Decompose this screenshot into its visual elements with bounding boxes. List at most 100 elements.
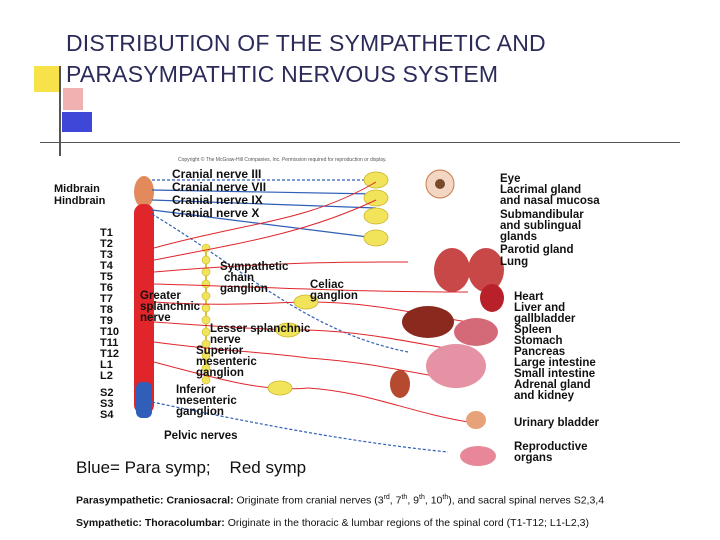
label-celiac-2: ganglion <box>310 290 358 302</box>
label-urinary-bladder: Urinary bladder <box>514 417 600 429</box>
label-midbrain: Midbrain <box>54 183 100 195</box>
segment-labels: T1 T2 T3 T4 T5 T6 T7 T8 T9 T10 T11 T12 L… <box>100 227 119 421</box>
label-celiac-1: Celiac <box>310 279 344 291</box>
organ-illustrations <box>390 169 504 466</box>
label-inferior-1: Inferior <box>176 384 216 396</box>
intestine-organ <box>426 344 486 388</box>
label-lacrimal: Lacrimal gland <box>500 184 581 196</box>
para-sup-1: rd <box>383 494 390 501</box>
label-hindbrain: Hindbrain <box>54 195 106 207</box>
heart-organ <box>480 284 504 312</box>
para-text-e: ), and sacral spinal nerves S2,3,4 <box>448 494 605 507</box>
label-t9: T9 <box>100 315 113 327</box>
cranial-nerve-labels: Cranial nerve III Cranial nerve VII Cran… <box>172 167 266 220</box>
label-t10: T10 <box>100 326 119 338</box>
kidney-organ <box>390 370 410 398</box>
brainstem <box>134 176 154 208</box>
lung-organ <box>434 248 470 292</box>
parasympathetic-note-label: Parasympathetic: Craniosacral: <box>76 494 234 507</box>
label-parotid: Parotid gland <box>500 244 573 256</box>
label-s2: S2 <box>100 387 113 399</box>
reproductive-organ <box>460 446 496 466</box>
para-text-b: , 7 <box>389 494 402 507</box>
liver-organ <box>402 306 454 338</box>
label-large-intestine: Large intestine <box>514 357 596 369</box>
para-text-c: , 9 <box>407 494 420 507</box>
label-t12: T12 <box>100 348 119 360</box>
label-t11: T11 <box>100 337 118 349</box>
label-sympathetic-chain-1: Sympathetic <box>220 261 289 273</box>
label-t6: T6 <box>100 282 113 294</box>
label-sympathetic-chain-3: ganglion <box>220 283 268 295</box>
decor-vertical-line <box>59 66 61 156</box>
label-superior-3: ganglion <box>196 367 244 379</box>
title-line-1: DISTRIBUTION OF THE SYMPATHETIC AND <box>66 30 546 56</box>
label-submandibular-3: glands <box>500 231 537 243</box>
label-adrenal-2: and kidney <box>514 390 575 402</box>
sympathetic-chain <box>201 243 211 385</box>
spinal-cord-sacral <box>136 382 152 418</box>
cranial-nerve-lines <box>151 179 449 453</box>
label-sympathetic-chain-2: chain <box>224 272 254 284</box>
label-s3: S3 <box>100 398 113 410</box>
label-lung: Lung <box>500 256 528 268</box>
para-sup-2: th <box>401 494 408 501</box>
sympathetic-note-text: Originate in the thoracic & lumbar regio… <box>224 517 589 529</box>
bladder-organ <box>466 411 486 429</box>
label-t4: T4 <box>100 260 114 272</box>
label-pelvic-nerves: Pelvic nerves <box>164 430 238 442</box>
nervous-system-diagram: Copyright © The McGraw-Hill Companies, I… <box>54 156 600 466</box>
label-superior-1: Superior <box>196 345 244 357</box>
label-cranial-nerve-vii: Cranial nerve VII <box>172 180 266 194</box>
label-cranial-nerve-iii: Cranial nerve III <box>172 167 261 181</box>
para-text-d: , 10 <box>424 494 443 507</box>
label-small-intestine: Small intestine <box>514 368 595 380</box>
label-liver-2: gallbladder <box>514 313 576 325</box>
label-s4: S4 <box>100 409 114 421</box>
label-inferior-2: mesenteric <box>176 395 237 407</box>
label-t5: T5 <box>100 271 113 283</box>
decor-yellow-square <box>34 66 60 92</box>
label-cranial-nerve-x: Cranial nerve X <box>172 206 259 220</box>
spinal-cord <box>134 204 154 414</box>
title-line-2: PARASYMPATHTIC NERVOUS SYSTEM <box>66 61 499 87</box>
label-t8: T8 <box>100 304 113 316</box>
label-eye: Eye <box>500 173 520 185</box>
brain-labels: Midbrain Hindbrain <box>54 183 106 207</box>
label-superior-2: mesenteric <box>196 356 257 368</box>
label-t1: T1 <box>100 227 113 239</box>
label-l1: L1 <box>100 359 113 371</box>
label-spleen: Spleen <box>514 324 552 336</box>
stomach-organ <box>454 318 498 346</box>
label-t2: T2 <box>100 238 113 250</box>
decor-red-square <box>63 88 83 110</box>
para-sup-4: th <box>442 494 449 501</box>
label-cranial-nerve-ix: Cranial nerve IX <box>172 193 263 207</box>
prevertebral-ganglia <box>267 294 319 396</box>
sympathetic-note: Sympathetic: Thoracolumbar: Originate in… <box>76 517 589 529</box>
label-lacrimal-2: and nasal mucosa <box>500 195 600 207</box>
label-liver: Liver and <box>514 302 565 314</box>
label-lesser-1: Lesser splanchnic <box>210 323 311 335</box>
label-pancreas: Pancreas <box>514 346 565 358</box>
label-stomach: Stomach <box>514 335 563 347</box>
organ-labels: Eye Lacrimal gland and nasal mucosa Subm… <box>500 173 600 464</box>
label-l2: L2 <box>100 370 113 382</box>
cranial-ganglia <box>363 171 389 247</box>
parasympathetic-note: Parasympathetic: Craniosacral: Originate… <box>76 494 604 507</box>
label-reproductive: Reproductive <box>514 441 588 453</box>
label-heart: Heart <box>514 291 544 303</box>
label-submandibular-2: and sublingual <box>500 220 581 232</box>
sympathetic-note-label: Sympathetic: Thoracolumbar: <box>76 517 225 529</box>
ganglion-labels: Sympathetic chain ganglion Celiac gangli… <box>140 261 358 442</box>
label-greater-1: Greater <box>140 290 181 302</box>
color-legend: Blue= Para symp; Red symp <box>76 458 307 477</box>
para-sup-3: th <box>419 494 425 501</box>
para-text-a: Originate from cranial nerves (3 <box>233 494 384 507</box>
label-greater-3: nerve <box>140 312 171 324</box>
label-greater-2: splanchnic <box>140 301 201 313</box>
page-title: DISTRIBUTION OF THE SYMPATHETIC AND PARA… <box>66 28 686 90</box>
label-t7: T7 <box>100 293 113 305</box>
label-adrenal: Adrenal gland <box>514 379 591 391</box>
label-reproductive-2: organs <box>514 452 552 464</box>
